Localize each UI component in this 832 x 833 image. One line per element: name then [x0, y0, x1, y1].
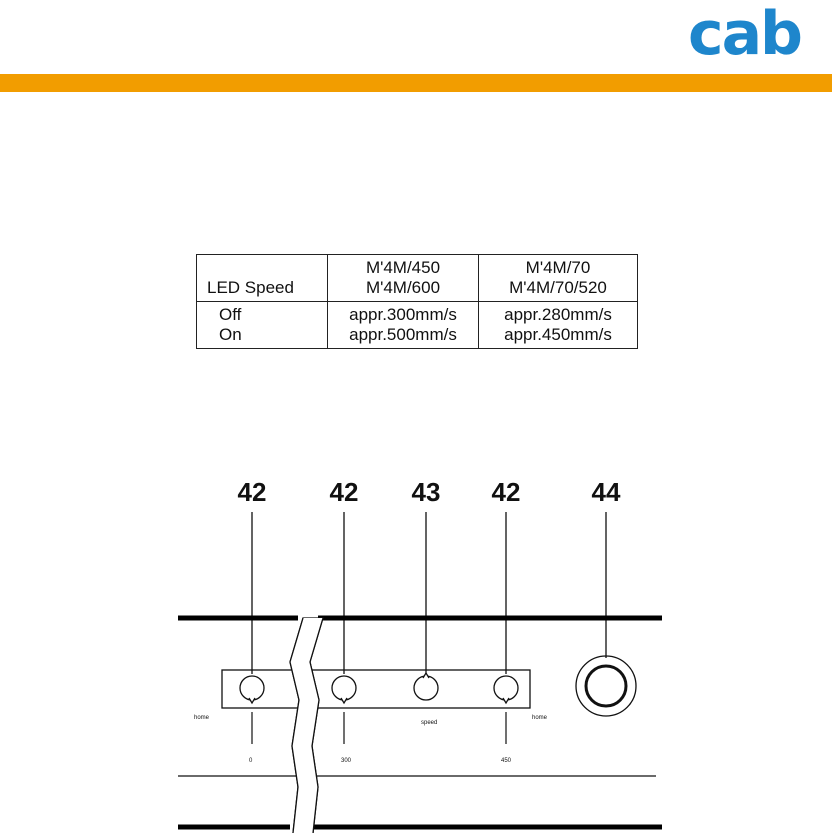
- corner-label: LED Speed: [197, 255, 328, 302]
- table-row: Off On appr.300mm/s appr.500mm/s appr.28…: [197, 302, 638, 349]
- pot-pointer: [423, 673, 429, 678]
- led-speed-table: LED Speed M'4M/450 M'4M/600 M'4M/70 M'4M…: [196, 254, 638, 349]
- col1-on-value: appr.500mm/s: [336, 325, 470, 345]
- col2-header: M'4M/70 M'4M/70/520: [479, 255, 638, 302]
- control-panel-diagram: 42 42 43 42 44: [178, 472, 662, 833]
- led-speed: [414, 676, 438, 700]
- potentiometer-speed-300[interactable]: [332, 676, 356, 700]
- callout-42-speed-450: 42: [492, 477, 521, 507]
- potentiometer-home[interactable]: [240, 676, 264, 700]
- speed-label: speed: [421, 720, 437, 726]
- callout-42-home: 42: [238, 477, 267, 507]
- col1-header-line1: M'4M/450: [336, 258, 470, 278]
- col2-off-value: appr.280mm/s: [487, 305, 629, 325]
- callout-43-speed: 43: [412, 477, 441, 507]
- col1-values: appr.300mm/s appr.500mm/s: [328, 302, 479, 349]
- potentiometer-speed-450[interactable]: [494, 676, 518, 700]
- col2-values: appr.280mm/s appr.450mm/s: [479, 302, 638, 349]
- col2-header-line2: M'4M/70/520: [487, 278, 629, 298]
- callout-44: 44: [592, 477, 621, 507]
- pot-pointer: [249, 698, 255, 703]
- scale-label-450: 450: [501, 758, 512, 764]
- header-bar: [0, 74, 832, 92]
- pot-pointer: [341, 698, 347, 703]
- callout-42-speed-300: 42: [330, 477, 359, 507]
- scale-label-0: 0: [249, 758, 253, 764]
- col1-header: M'4M/450 M'4M/600: [328, 255, 479, 302]
- scale-label-300: 300: [341, 758, 352, 764]
- pot-pointer: [503, 698, 509, 703]
- led-state-cell: Off On: [197, 302, 328, 349]
- led-off-label: Off: [219, 305, 319, 325]
- home-label-right: home: [532, 715, 548, 721]
- col2-on-value: appr.450mm/s: [487, 325, 629, 345]
- table-header-row: LED Speed M'4M/450 M'4M/600 M'4M/70 M'4M…: [197, 255, 638, 302]
- push-button[interactable]: [586, 666, 626, 706]
- cab-logo: cab: [688, 4, 828, 64]
- logo-text: cab: [688, 0, 801, 69]
- col1-header-line2: M'4M/600: [336, 278, 470, 298]
- home-label-left: home: [194, 715, 210, 721]
- control-strip: [222, 670, 530, 708]
- col2-header-line1: M'4M/70: [487, 258, 629, 278]
- led-on-label: On: [219, 325, 319, 345]
- col1-off-value: appr.300mm/s: [336, 305, 470, 325]
